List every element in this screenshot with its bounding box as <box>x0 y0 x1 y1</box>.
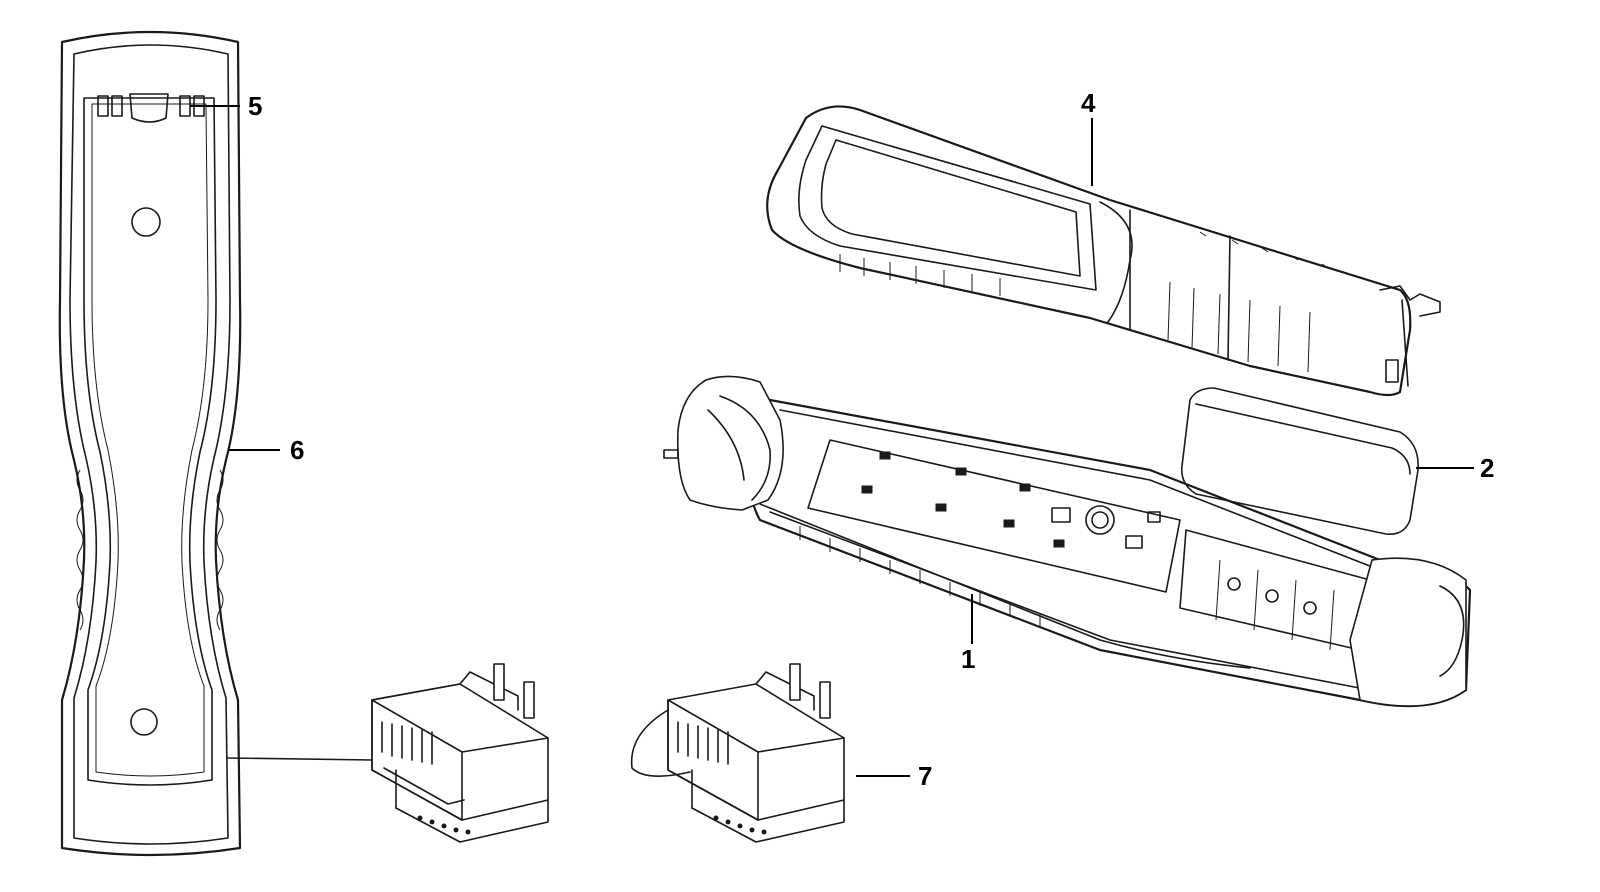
end-cap-right <box>1349 557 1467 707</box>
top-housing-part-4 <box>766 105 1441 397</box>
callout-2: 2 <box>1480 453 1494 483</box>
callout-5: 5 <box>248 91 262 121</box>
callout-labels: 1 2 4 5 6 7 <box>248 88 1494 791</box>
pcb-board <box>807 439 1181 593</box>
callout-1: 1 <box>961 644 975 674</box>
wall-holder-part-6 <box>58 30 242 857</box>
housing-ribs <box>839 231 1329 373</box>
battery-compartment <box>1179 529 1371 651</box>
adapter-vents-left <box>381 721 433 765</box>
callout-4: 4 <box>1081 88 1096 118</box>
lower-housing-part-1 <box>663 375 1472 708</box>
lower-housing-ribs <box>799 526 1041 628</box>
charger-adapter-left <box>227 663 549 843</box>
battery-pack-part-2 <box>1180 387 1419 536</box>
leader-lines <box>190 105 1474 777</box>
mounting-hole-bottom <box>130 708 158 736</box>
callout-7: 7 <box>918 761 932 791</box>
charger-cable-loop <box>630 709 691 777</box>
callout-6: 6 <box>290 435 304 465</box>
mounting-hole-top <box>131 207 161 237</box>
charger-cable-to-holder <box>227 757 373 761</box>
end-cap-left <box>663 375 784 511</box>
charger-adapter-part-7 <box>630 663 845 843</box>
adapter-vents-right <box>677 721 729 765</box>
